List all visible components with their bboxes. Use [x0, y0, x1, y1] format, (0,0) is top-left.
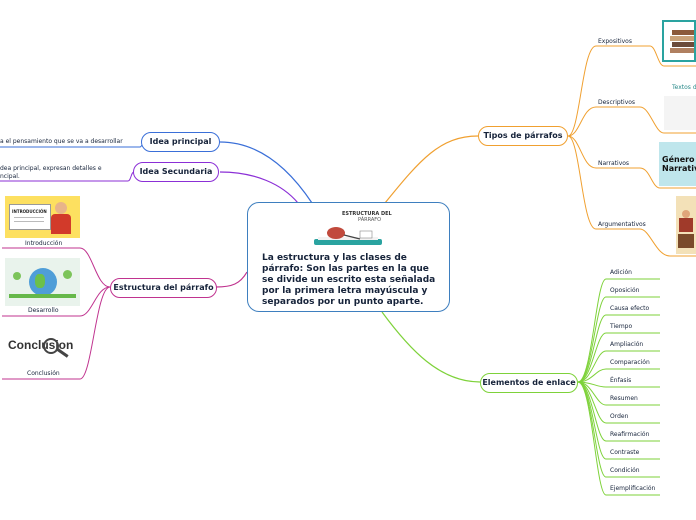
enlace-item[interactable]: Condición [610, 467, 640, 475]
desarrollo-label: Desarrollo [28, 307, 59, 315]
introduccion-figure [55, 202, 67, 214]
introduccion-image-text: INTRODUCCIÓN [12, 209, 47, 214]
enlace-item[interactable]: Ampliación [610, 341, 643, 349]
narrativos-image: Género Narrativo [659, 142, 696, 186]
enlace-item[interactable]: Ejemplificación [610, 485, 655, 493]
expositivos-image [662, 20, 696, 62]
narrativos-image-text-1: Género [662, 155, 695, 164]
enlace-item[interactable]: Tiempo [610, 323, 632, 331]
connector-idea-secundaria [220, 172, 298, 203]
argumentativos-image [676, 196, 696, 254]
desarrollo-image [5, 258, 80, 306]
connector-enlace [382, 312, 480, 382]
idea-secundaria-note-2: ncipal. [0, 173, 20, 181]
descriptivos-image-text: Textos d [672, 84, 696, 92]
tipo-argumentativos-label[interactable]: Argumentativos [598, 221, 646, 229]
connector-tipos [385, 136, 478, 203]
introduccion-image: INTRODUCCIÓN [5, 196, 80, 238]
node-idea-secundaria[interactable]: Idea Secundaria [133, 162, 219, 182]
central-image-caption-2: PÁRRAFO [358, 217, 381, 223]
central-topic[interactable]: ESTRUCTURA DEL PÁRRAFO La estructura y l… [247, 202, 450, 312]
enlace-item[interactable]: Resumen [610, 395, 638, 403]
conclusion-image-text: Conclusion [8, 338, 73, 352]
descriptivos-image [664, 96, 696, 130]
enlace-item[interactable]: Orden [610, 413, 628, 421]
conclusion-label: Conclusión [27, 370, 60, 378]
idea-principal-note: a el pensamiento que se va a desarrollar [0, 138, 123, 146]
narrativos-image-text-2: Narrativo [662, 164, 696, 173]
tipo-descriptivos-label[interactable]: Descriptivos [598, 99, 635, 107]
enlace-item[interactable]: Contraste [610, 449, 639, 457]
node-idea-principal-label: Idea principal [150, 137, 212, 146]
enlace-item[interactable]: Comparación [610, 359, 650, 367]
node-enlace-label: Elementos de enlace [482, 378, 575, 387]
conclusion-image: Conclusion [5, 332, 80, 366]
node-tipos-label: Tipos de párrafos [483, 131, 562, 140]
node-tipos-parrafos[interactable]: Tipos de párrafos [478, 126, 568, 146]
enlace-item[interactable]: Adición [610, 269, 632, 277]
node-idea-secundaria-label: Idea Secundaria [140, 167, 213, 176]
enlace-item[interactable]: Oposición [610, 287, 639, 295]
enlace-item[interactable]: Causa efecto [610, 305, 649, 313]
introduccion-label: Introducción [25, 240, 62, 248]
connector-estructura [216, 272, 247, 287]
enlace-item[interactable]: Énfasis [610, 377, 631, 385]
introduccion-card: INTRODUCCIÓN [9, 204, 51, 230]
idea-secundaria-note-1: dea principal, expresan detalles e [0, 165, 102, 173]
tipo-narrativos-label[interactable]: Narrativos [598, 160, 629, 168]
node-estructura-parrafo[interactable]: Estructura del párrafo [110, 278, 217, 298]
central-topic-text: La estructura y las clases de párrafo: S… [262, 253, 442, 308]
node-estructura-label: Estructura del párrafo [113, 283, 213, 292]
node-elementos-enlace[interactable]: Elementos de enlace [480, 373, 578, 393]
enlace-item[interactable]: Reafirmación [610, 431, 649, 439]
tipo-expositivos-label[interactable]: Expositivos [598, 38, 632, 46]
node-idea-principal[interactable]: Idea principal [141, 132, 220, 152]
